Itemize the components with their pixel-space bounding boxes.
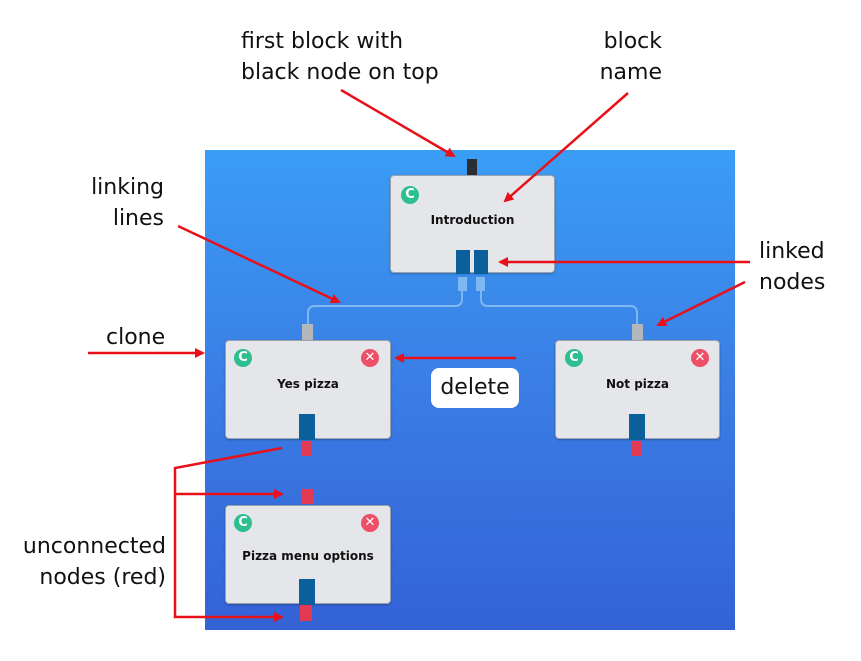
output-connector-2 [476,277,485,291]
block-pizza-menu-options[interactable]: C ✕ Pizza menu options [225,505,391,604]
unconnected-node[interactable] [631,441,641,456]
unconnected-input-node[interactable] [302,489,313,504]
output-connector-1 [458,277,467,291]
link-line-yes [307,291,463,324]
label-first-block: first block with black node on top [241,29,439,85]
arrow-first-block [340,88,456,158]
output-node-2[interactable] [474,250,488,274]
arrow-block-name [503,92,629,203]
clone-icon[interactable]: C [565,349,583,367]
block-name: Pizza menu options [242,549,374,563]
input-node-yes[interactable] [302,324,313,340]
arrow-linking-lines [177,224,341,304]
output-node[interactable] [629,414,645,440]
block-name: Yes pizza [277,377,339,391]
arrow-bracket [173,446,284,622]
input-node-not[interactable] [632,324,643,340]
label-block-name: block name [599,29,662,85]
delete-icon[interactable]: ✕ [691,349,709,367]
link-line-not [480,291,638,324]
output-node[interactable] [299,414,315,440]
clone-icon[interactable]: C [234,514,252,532]
clone-icon[interactable]: C [401,186,419,204]
label-linked-nodes: linked nodes [759,239,826,295]
block-not-pizza[interactable]: C ✕ Not pizza [555,340,720,439]
unconnected-node[interactable] [300,605,312,621]
clone-icon[interactable]: C [234,349,252,367]
unconnected-node[interactable] [301,441,311,456]
output-node-1[interactable] [456,250,470,274]
block-name: Not pizza [606,377,669,391]
block-introduction[interactable]: C Introduction [390,175,555,273]
delete-icon[interactable]: ✕ [361,514,379,532]
label-linking-lines: linking lines [91,175,164,231]
label-clone: clone [106,325,166,350]
arrow-linked-nodes-not [656,280,746,327]
delete-callout: delete [431,368,519,408]
output-node[interactable] [299,579,315,605]
block-name: Introduction [430,213,515,227]
label-unconnected-nodes: unconnected nodes (red) [22,534,166,590]
start-node [467,159,477,175]
delete-icon[interactable]: ✕ [361,349,379,367]
